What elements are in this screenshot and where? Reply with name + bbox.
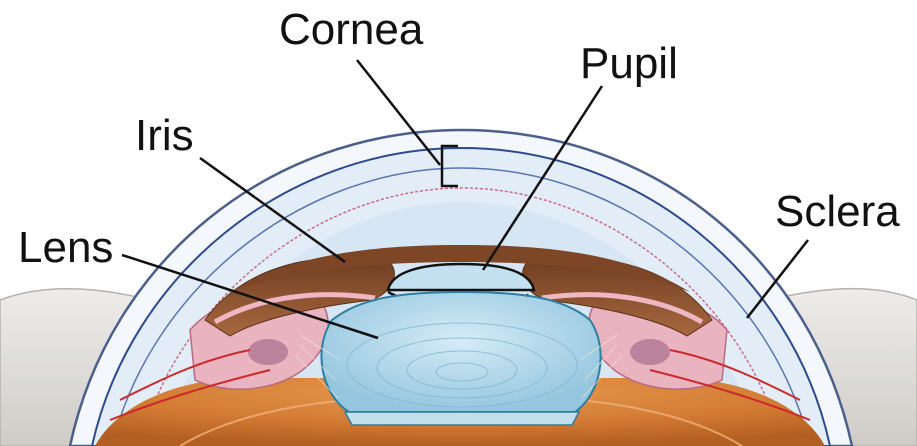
label-pupil: Pupil [580,39,678,88]
ciliary-vessel-right [630,339,670,365]
label-lens: Lens [18,223,113,272]
label-iris: Iris [135,111,194,160]
label-sclera: Sclera [775,187,900,236]
label-cornea: Cornea [279,5,424,54]
lens-base [345,412,579,425]
lens [321,292,600,412]
ciliary-vessel-left [248,339,288,365]
